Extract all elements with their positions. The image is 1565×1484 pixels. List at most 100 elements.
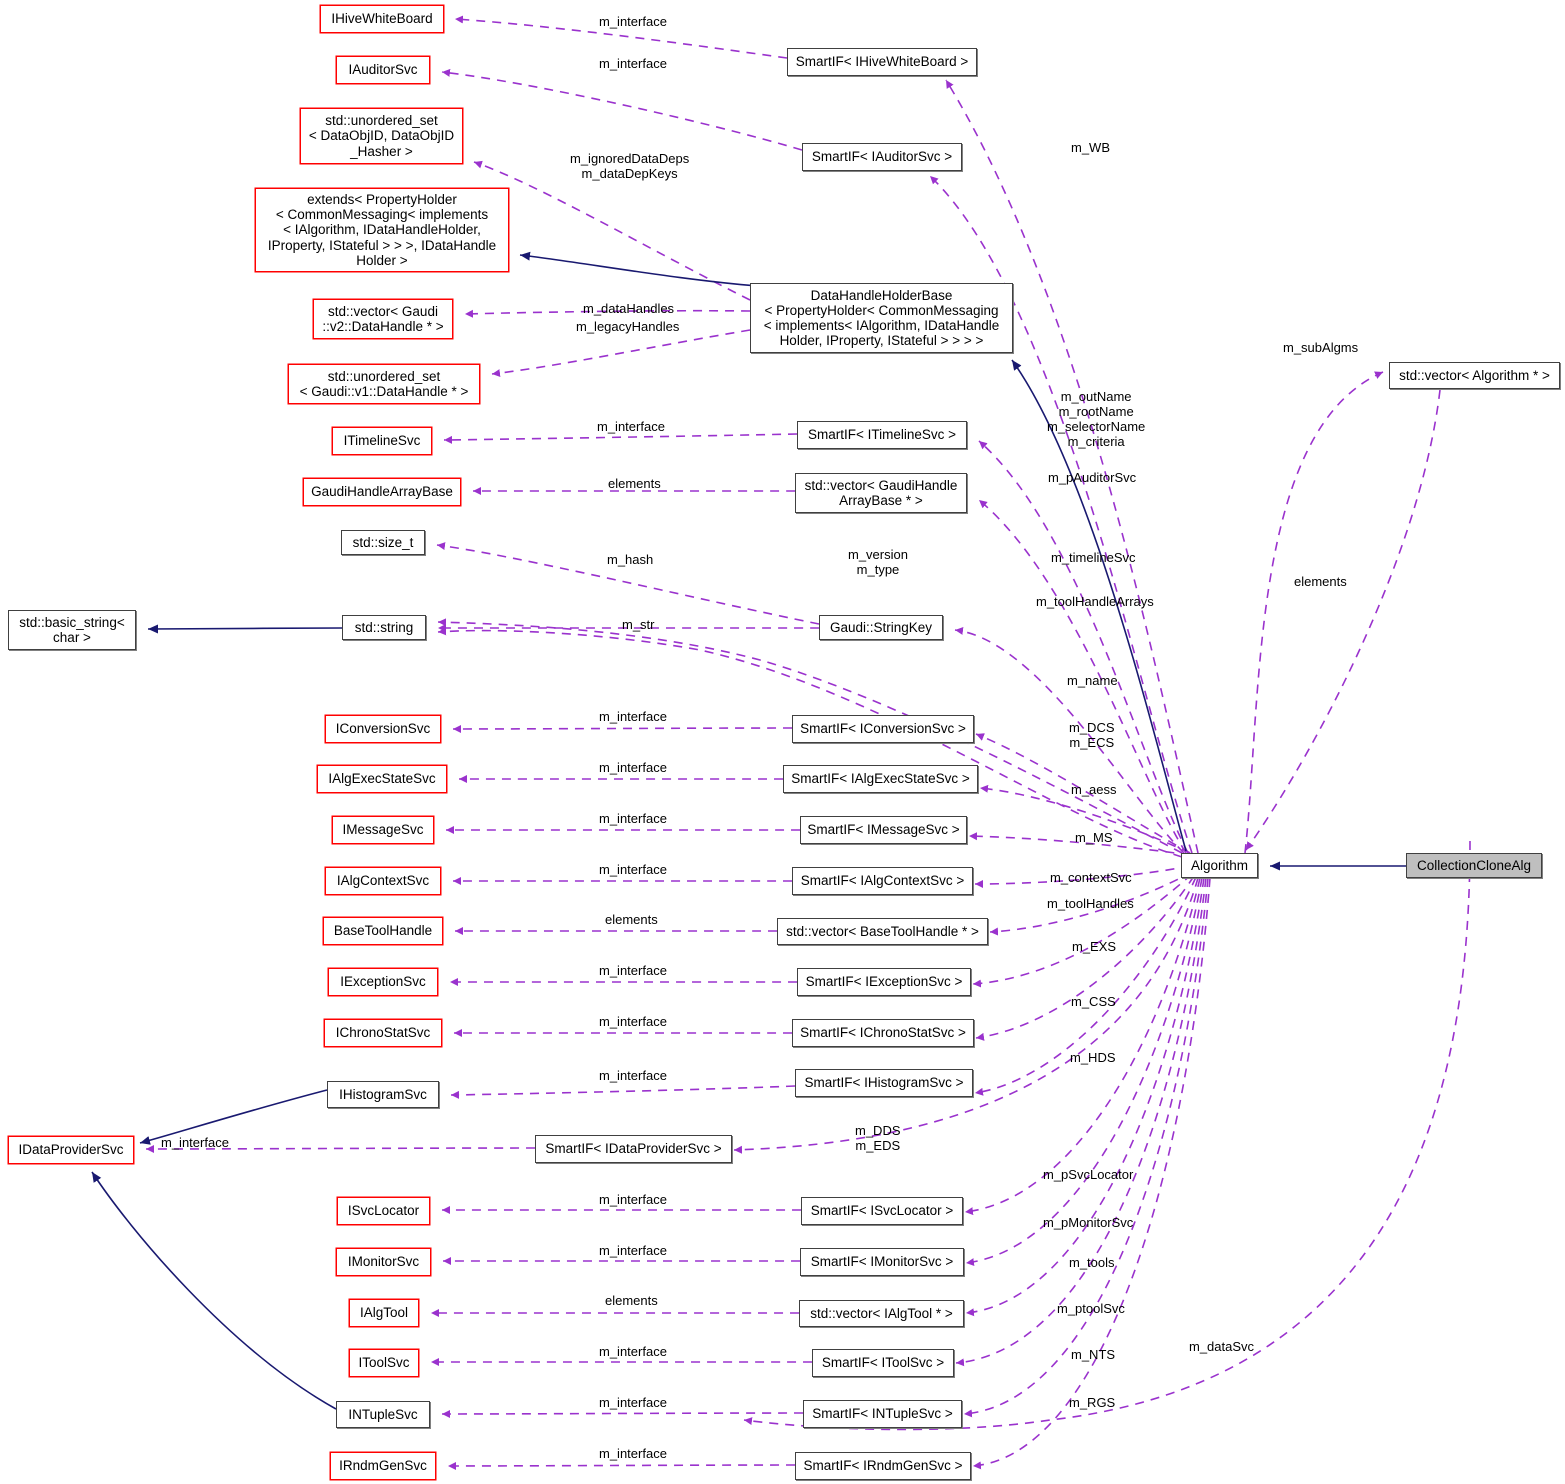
class-node-smartif_irndmgensvc[interactable]: SmartIF< IRndmGenSvc > bbox=[795, 1452, 971, 1480]
edge-label-lbl-m_RGS: m_RGS bbox=[1069, 1395, 1116, 1410]
edge-label-lbl-elements-alg: elements bbox=[1294, 574, 1347, 589]
class-node-smartif_ialgexecstatesvc[interactable]: SmartIF< IAlgExecStateSvc > bbox=[783, 765, 978, 793]
edge-label-lbl-m_interface-tool: m_interface bbox=[599, 1344, 667, 1359]
class-node-irndmgensvc[interactable]: IRndmGenSvc bbox=[330, 1452, 436, 1480]
class-node-smartif_ichronostatsvc[interactable]: SmartIF< IChronoStatSvc > bbox=[792, 1019, 974, 1047]
class-node-datahandleholderbase[interactable]: DataHandleHolderBase < PropertyHolder< C… bbox=[750, 283, 1013, 353]
edge-label-lbl-m_interface-rndm: m_interface bbox=[599, 1446, 667, 1461]
edge-label-lbl-m_ptoolSvc: m_ptoolSvc bbox=[1057, 1301, 1125, 1316]
class-node-ialgexecstatesvc[interactable]: IAlgExecStateSvc bbox=[317, 765, 447, 793]
edge-label-lbl-m_DCS: m_DCS m_ECS bbox=[1069, 720, 1115, 750]
class-node-iexceptionsvc[interactable]: IExceptionSvc bbox=[328, 968, 438, 996]
class-node-vector_ialgtool[interactable]: std::vector< IAlgTool * > bbox=[799, 1300, 964, 1327]
class-node-ichronostatsvc[interactable]: IChronoStatSvc bbox=[324, 1019, 442, 1047]
class-node-vector_algorithm[interactable]: std::vector< Algorithm * > bbox=[1389, 362, 1560, 389]
edge-label-lbl-elements-gha: elements bbox=[608, 476, 661, 491]
class-node-idataprovidersvc[interactable]: IDataProviderSvc bbox=[8, 1136, 134, 1164]
class-node-isvclocator[interactable]: ISvcLocator bbox=[337, 1197, 430, 1225]
edge-label-lbl-m_legacyHandles: m_legacyHandles bbox=[576, 319, 680, 334]
edge-label-lbl-m_hash: m_hash bbox=[607, 552, 654, 567]
edge-label-lbl-m_version: m_version m_type bbox=[848, 547, 908, 577]
class-node-basetoolhandle[interactable]: BaseToolHandle bbox=[323, 917, 443, 945]
edge-label-lbl-m_interface-mon: m_interface bbox=[599, 1243, 667, 1258]
edge-label-lbl-m_CSS: m_CSS bbox=[1071, 994, 1116, 1009]
edge-label-lbl-m_HDS: m_HDS bbox=[1070, 1050, 1116, 1065]
edge-label-lbl-m_ignoredDataDeps: m_ignoredDataDeps m_dataDepKeys bbox=[570, 151, 690, 181]
class-node-smartif_ihistogramsvc[interactable]: SmartIF< IHistogramSvc > bbox=[795, 1069, 973, 1097]
class-node-vector_basetoolhandle[interactable]: std::vector< BaseToolHandle * > bbox=[777, 918, 988, 945]
class-node-smartif_ihivewhiteboard[interactable]: SmartIF< IHiveWhiteBoard > bbox=[787, 48, 977, 76]
edge-label-lbl-m_NTS: m_NTS bbox=[1071, 1347, 1116, 1362]
class-node-iconversionsvc[interactable]: IConversionSvc bbox=[325, 715, 441, 743]
edge-label-lbl-m_dataHandles: m_dataHandles bbox=[583, 301, 675, 316]
class-node-smartif_intuplesvc[interactable]: SmartIF< INTupleSvc > bbox=[803, 1400, 962, 1428]
edge-label-lbl-m_interface-exc: m_interface bbox=[599, 963, 667, 978]
edge-label-lbl-m_interface-svcloc: m_interface bbox=[599, 1192, 667, 1207]
class-node-itimelinesvc[interactable]: ITimelineSvc bbox=[332, 427, 432, 455]
edge-label-lbl-m_name: m_name bbox=[1067, 673, 1118, 688]
class-node-smartif_iexceptionsvc[interactable]: SmartIF< IExceptionSvc > bbox=[797, 968, 971, 996]
edge-label-lbl-m_MS: m_MS bbox=[1075, 830, 1113, 845]
edge-label-lbl-m_pAuditorSvc: m_pAuditorSvc bbox=[1048, 470, 1137, 485]
class-node-vector_gaudihandlearraybase[interactable]: std::vector< GaudiHandle ArrayBase * > bbox=[795, 473, 967, 513]
edge-label-lbl-m_DDS: m_DDS m_EDS bbox=[855, 1123, 901, 1153]
class-node-smartif_idataprovidersvc[interactable]: SmartIF< IDataProviderSvc > bbox=[535, 1135, 732, 1163]
edge-label-lbl-m_EXS: m_EXS bbox=[1072, 939, 1117, 954]
edge-label-lbl-m_contextSvc: m_contextSvc bbox=[1050, 870, 1132, 885]
edge-label-lbl-m_interface-auditor: m_interface bbox=[599, 56, 667, 71]
class-node-ihivewhiteboard[interactable]: IHiveWhiteBoard bbox=[320, 5, 444, 33]
class-node-smartif_iauditorsvc[interactable]: SmartIF< IAuditorSvc > bbox=[802, 143, 962, 171]
edge-label-lbl-m_interface-msg: m_interface bbox=[599, 811, 667, 826]
edge-label-lbl-m_interface-dps: m_interface bbox=[161, 1135, 229, 1150]
edge-label-lbl-m_pMonitorSvc: m_pMonitorSvc bbox=[1043, 1215, 1134, 1230]
edge-label-lbl-m_interface-ntuple: m_interface bbox=[599, 1395, 667, 1410]
class-node-gaudihandlearraybase[interactable]: GaudiHandleArrayBase bbox=[303, 478, 461, 506]
edge-label-lbl-m_interface-ctx: m_interface bbox=[599, 862, 667, 877]
class-node-ialgcontextsvc[interactable]: IAlgContextSvc bbox=[325, 867, 441, 895]
edge-label-lbl-m_WB: m_WB bbox=[1071, 140, 1110, 155]
edge-label-lbl-m_tools: m_tools bbox=[1069, 1255, 1115, 1270]
class-node-extends_propertyholder[interactable]: extends< PropertyHolder < CommonMessagin… bbox=[255, 188, 509, 272]
edge-label-lbl-m_aess: m_aess bbox=[1071, 782, 1117, 797]
class-node-smartif_isvclocator[interactable]: SmartIF< ISvcLocator > bbox=[801, 1197, 963, 1225]
class-node-string[interactable]: std::string bbox=[342, 615, 426, 640]
edge-label-lbl-m_interface-conv: m_interface bbox=[599, 709, 667, 724]
edge-label-lbl-elements-bth: elements bbox=[605, 912, 658, 927]
class-node-smartif_iconversionsvc[interactable]: SmartIF< IConversionSvc > bbox=[792, 715, 974, 743]
edge-label-lbl-elements-algtool: elements bbox=[605, 1293, 658, 1308]
class-node-smartif_itimelinesvc[interactable]: SmartIF< ITimelineSvc > bbox=[797, 421, 967, 449]
class-node-vector_gaudi_v2_datahandle[interactable]: std::vector< Gaudi ::v2::DataHandle * > bbox=[313, 299, 453, 339]
class-node-imessagesvc[interactable]: IMessageSvc bbox=[332, 816, 434, 844]
edge-label-lbl-m_interface-chrono: m_interface bbox=[599, 1014, 667, 1029]
class-node-iauditorsvc[interactable]: IAuditorSvc bbox=[336, 56, 430, 84]
class-node-smartif_itoolsvc[interactable]: SmartIF< IToolSvc > bbox=[812, 1349, 954, 1377]
edge-label-lbl-m_dataSvc: m_dataSvc bbox=[1189, 1339, 1255, 1354]
class-node-algorithm[interactable]: Algorithm bbox=[1181, 853, 1258, 878]
edge-label-lbl-m_pSvcLocator: m_pSvcLocator bbox=[1043, 1167, 1134, 1182]
class-node-size_t[interactable]: std::size_t bbox=[341, 530, 425, 555]
class-node-ialgtool[interactable]: IAlgTool bbox=[349, 1299, 419, 1327]
edge-label-lbl-m_toolHandleArrays: m_toolHandleArrays bbox=[1036, 594, 1154, 609]
class-node-basic_string_char[interactable]: std::basic_string< char > bbox=[8, 610, 136, 650]
class-node-unordered_set_dataobjid[interactable]: std::unordered_set < DataObjID, DataObjI… bbox=[300, 108, 463, 164]
edge-label-lbl-m_outName: m_outName m_rootName m_selectorName m_cr… bbox=[1047, 389, 1146, 449]
edge-label-lbl-m_interface-hist: m_interface bbox=[599, 1068, 667, 1083]
class-node-itoolsvc[interactable]: IToolSvc bbox=[349, 1349, 419, 1377]
class-node-imonitorsvc[interactable]: IMonitorSvc bbox=[336, 1248, 431, 1276]
class-node-smartif_imonitorsvc[interactable]: SmartIF< IMonitorSvc > bbox=[800, 1248, 964, 1276]
class-node-stringkey[interactable]: Gaudi::StringKey bbox=[819, 615, 943, 640]
class-node-smartif_imessagesvc[interactable]: SmartIF< IMessageSvc > bbox=[800, 816, 967, 844]
class-node-ihistogramsvc[interactable]: IHistogramSvc bbox=[327, 1081, 439, 1108]
edge-label-lbl-m_interface-timeline: m_interface bbox=[597, 419, 665, 434]
class-node-intuplesvc[interactable]: INTupleSvc bbox=[336, 1401, 430, 1428]
edge-label-lbl-m_subAlgms: m_subAlgms bbox=[1283, 340, 1359, 355]
class-node-collectionclonealg[interactable]: CollectionCloneAlg bbox=[1406, 853, 1542, 878]
edge-label-lbl-m_interface-hive: m_interface bbox=[599, 14, 667, 29]
edge-label-lbl-m_interface-aess: m_interface bbox=[599, 760, 667, 775]
edge-label-lbl-m_str: m_str bbox=[622, 617, 655, 632]
class-node-smartif_ialgcontextsvc[interactable]: SmartIF< IAlgContextSvc > bbox=[792, 867, 973, 895]
edge-label-lbl-m_toolHandles: m_toolHandles bbox=[1047, 896, 1134, 911]
class-node-unordered_set_gaudi_v1_datahandle[interactable]: std::unordered_set < Gaudi::v1::DataHand… bbox=[288, 364, 480, 404]
